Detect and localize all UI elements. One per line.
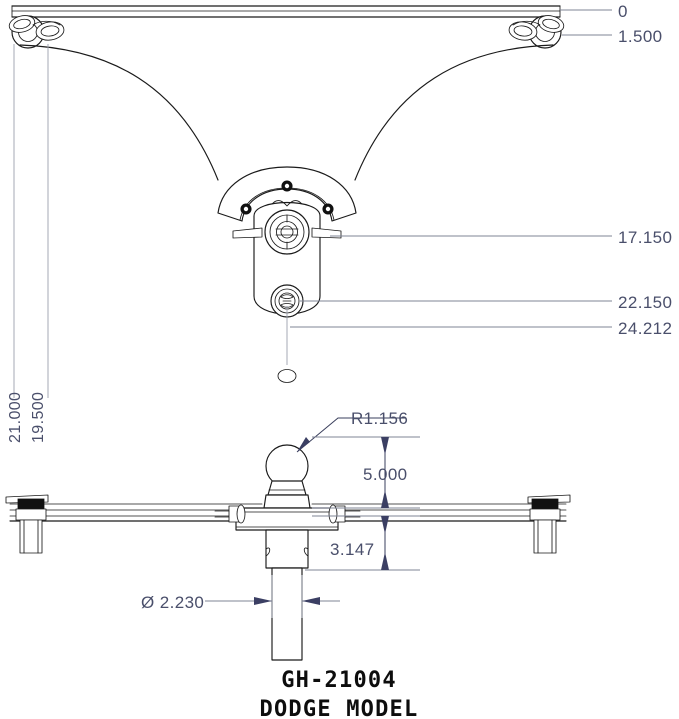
right-clip-wire	[512, 20, 541, 26]
fan-plate-bolt-hole-left-bore	[243, 206, 249, 212]
left-clip-loop-inner-2	[40, 25, 60, 37]
dim-label-3147: 3.147	[330, 540, 375, 559]
leader-r1156	[296, 417, 405, 453]
dim-3147-arrow-top	[381, 516, 389, 534]
dim-label-17150: 17.150	[618, 228, 672, 247]
dimension-3147-group	[305, 515, 420, 571]
right-foot-bolt-head	[531, 498, 559, 510]
left-foot-bolt	[5, 494, 49, 554]
title-part-number: GH-21004	[281, 668, 397, 693]
right-foot-bolt	[527, 494, 571, 554]
knob-hub-inner	[280, 225, 294, 239]
curved-arms	[19, 44, 554, 181]
dim-label-r1156: R1.156	[351, 409, 408, 428]
right-clip-loop-inner	[542, 18, 560, 30]
center-clamp-block	[235, 507, 339, 531]
pivot-centerline-group	[277, 306, 297, 383]
dim-3147-arrow-bot	[381, 552, 389, 570]
wing-knob-assembly	[232, 209, 342, 255]
lower-bolt-head	[270, 284, 304, 318]
bolt-socket-lobe-top	[280, 294, 294, 299]
fan-plate-bolt-hole-center-bore	[284, 183, 290, 189]
title-model-name: DODGE MODEL	[260, 697, 419, 719]
left-foot-bolt-head	[17, 498, 45, 510]
dim-label-0: 0	[618, 2, 628, 21]
left-clip-loop-inner	[13, 18, 31, 30]
ball-shoulder	[263, 494, 311, 509]
pivot-body-notch	[271, 200, 303, 207]
clamp-side-bolts	[214, 504, 361, 524]
right-eyelet-assembly	[508, 15, 565, 49]
top-view-crossbar	[11, 5, 561, 18]
center-stem	[265, 529, 309, 661]
stem-detent-right	[303, 547, 309, 557]
knob-wing-left	[232, 227, 263, 239]
clamp-bolt-right-nut	[328, 504, 338, 524]
left-eyelet-assembly	[8, 15, 65, 49]
right-clip-loop-outer-2	[508, 21, 538, 41]
dim-label-22150: 22.150	[618, 293, 672, 312]
right-clip-loop-inner-2	[513, 25, 533, 37]
left-clip-loop-outer-2	[35, 21, 65, 41]
dimension-2230-group	[205, 575, 340, 618]
leader-r1156-arrowhead	[297, 437, 310, 452]
right-foot-washer	[529, 508, 561, 521]
dim-5000-arrow-top	[381, 437, 389, 455]
left-extension-lines	[13, 44, 49, 398]
dim-label-19500: 19.500	[30, 392, 47, 443]
dimension-5000-group	[312, 436, 420, 509]
dim-label-24212: 24.212	[618, 319, 672, 338]
left-foot-nut-body	[19, 519, 43, 554]
hitch-ball-assembly	[263, 444, 311, 509]
pivot-bottom-ellipse	[277, 369, 297, 383]
dim-5000-arrow-bot	[381, 490, 389, 508]
clamp-bolt-left-nut	[236, 504, 246, 524]
radius-leader-group	[296, 417, 405, 453]
dim-label-5000: 5.000	[363, 465, 408, 484]
bolt-socket-lobe-bottom	[280, 303, 294, 308]
knob-wing-right	[311, 227, 342, 239]
stem-upper-block	[265, 529, 309, 569]
fan-plate-bolt-hole-right-bore	[325, 206, 331, 212]
stem-detent-left	[265, 547, 271, 557]
dim-label-1500: 1.500	[618, 27, 663, 46]
left-arm-curve	[19, 44, 219, 181]
right-foot-nut-body	[533, 519, 557, 554]
dim-label-2230: Ø 2.230	[141, 593, 204, 612]
right-arm-curve	[354, 44, 554, 181]
pivot-fan-plate	[217, 166, 357, 222]
dim-label-21000: 21.000	[7, 392, 24, 443]
ball-neck	[267, 480, 307, 496]
right-dimension-leaders	[290, 9, 612, 328]
left-clip-wire	[32, 20, 61, 26]
left-foot-washer	[15, 508, 47, 521]
dim-2230-arrow-left	[254, 597, 272, 605]
fan-plate-body	[217, 166, 357, 222]
dim-2230-arrow-right	[302, 597, 320, 605]
stem-shaft	[271, 567, 303, 661]
